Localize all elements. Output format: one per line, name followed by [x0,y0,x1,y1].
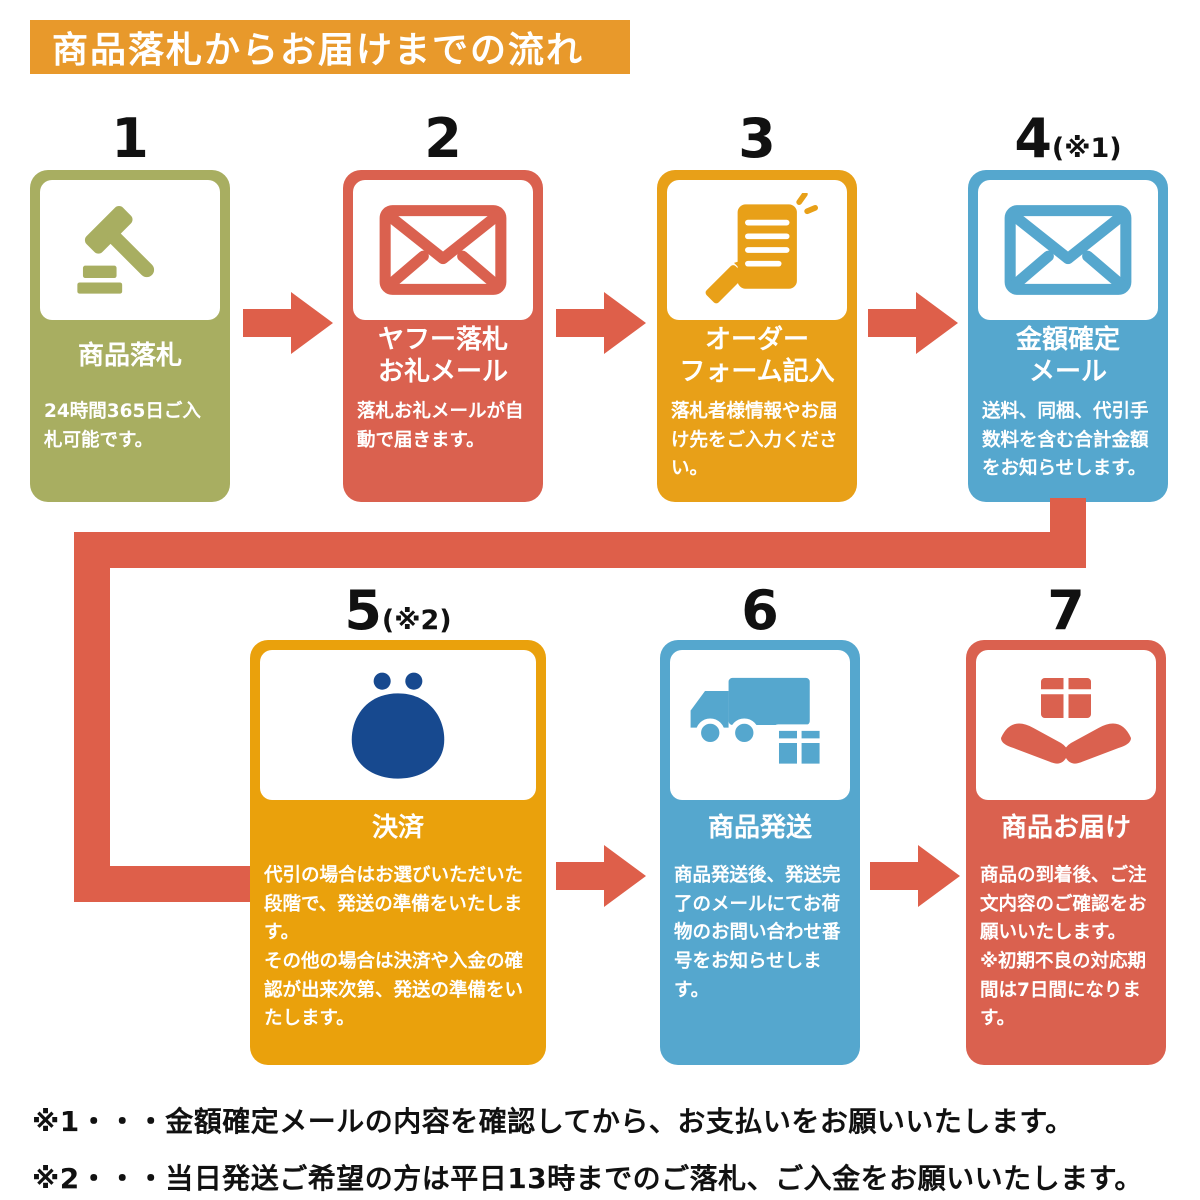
page-title: 商品落札からお届けまでの流れ [30,20,630,74]
step-description: 商品の到着後、ご注文内容のご確認をお願いいたします。 ※初期不良の対応期間は7日… [980,865,1147,1030]
flow-connector-segment [74,532,110,902]
flow-arrow [556,292,646,354]
step-box-auction-win: 商品落札 24時間365日ご入札可能です。 [30,170,230,502]
hands-package-icon [991,673,1141,778]
step-box-price-mail: 金額確定 メール 送料、同梱、代引手数料を含む合計金額をお知らせします。 [968,170,1168,502]
coin-purse-icon [337,669,459,781]
step-number-2: 2 [424,107,462,170]
step-box-shipping: 商品発送 商品発送後、発送完了のメールにてお荷物のお問い合わせ番号をお知らせしま… [660,640,860,1065]
flow-connector-segment [74,532,1086,568]
step-number-7: 7 [1047,579,1085,642]
step-box-order-form: オーダー フォーム記入 落札者様情報やお届け先をご入力ください。 [657,170,857,502]
flow-arrow [868,292,958,354]
icon-panel [40,180,220,320]
flow-arrow [243,292,333,354]
step-description: 落札者様情報やお届け先をご入力ください。 [671,401,838,480]
step-description: 商品発送後、発送完了のメールにてお荷物のお問い合わせ番号をお知らせします。 [674,865,841,1001]
icon-panel [670,650,850,800]
step-number-3: 3 [738,107,776,170]
step-number-4: 4(※1) [1014,107,1122,170]
footnote-2: ※2・・・当日発送ご希望の方は平日13時までのご落札、ご入金をお願いいたします。 [32,1162,1143,1195]
mail-icon [1004,204,1132,296]
step-number-5: 5(※2) [344,579,452,642]
step-description: 送料、同梱、代引手数料を含む合計金額をお知らせします。 [982,401,1149,480]
step-box-payment: 決済 代引の場合はお選びいただいた段階で、発送の準備をいたします。 その他の場合… [250,640,546,1065]
mail-icon [379,204,507,296]
flow-arrow [870,845,960,907]
gavel-icon [69,194,191,306]
flow-connector-segment [74,866,254,902]
step-title: ヤフー落札 お礼メール [377,325,508,387]
icon-panel [978,180,1158,320]
step-description: 24時間365日ご入札可能です。 [44,401,201,451]
icon-panel [353,180,533,320]
step-title: 商品お届け [1000,813,1131,844]
step-title: 金額確定 メール [1015,325,1120,387]
truck-icon [681,670,839,780]
step-title: オーダー フォーム記入 [679,325,835,387]
step-title: 商品発送 [707,813,812,844]
order-form-icon [696,193,818,307]
step-title: 決済 [371,813,424,844]
footnote-1: ※1・・・金額確定メールの内容を確認してから、お支払いをお願いいたします。 [32,1105,1074,1138]
step-title: 商品落札 [77,341,182,372]
icon-panel [976,650,1156,800]
step-box-delivery: 商品お届け 商品の到着後、ご注文内容のご確認をお願いいたします。 ※初期不良の対… [966,640,1166,1065]
step-number-6: 6 [741,579,779,642]
step-number-1: 1 [111,107,149,170]
icon-panel [260,650,536,800]
step-description: 代引の場合はお選びいただいた段階で、発送の準備をいたします。 その他の場合は決済… [264,865,524,1030]
step-box-thanks-mail: ヤフー落札 お礼メール 落札お礼メールが自動で届きます。 [343,170,543,502]
flow-arrow [556,845,646,907]
icon-panel [667,180,847,320]
step-description: 落札お礼メールが自動で届きます。 [357,401,524,451]
